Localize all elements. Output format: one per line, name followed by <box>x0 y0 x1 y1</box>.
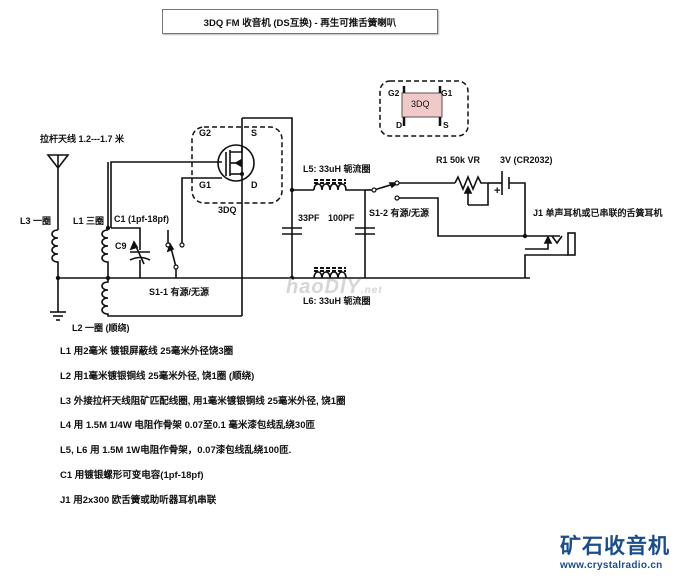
antenna-label: 拉杆天线 1.2---1.7 米 <box>40 134 125 144</box>
note-item: L1 用2毫米 镀银屏蔽线 25毫米外径饶3圈 <box>60 346 234 357</box>
pinout-d-label: D <box>396 120 403 130</box>
c9-label: C9 <box>115 241 127 251</box>
transistor-dashed-box <box>191 126 283 204</box>
c1-label: C1 (1pf-18pf) <box>114 214 170 224</box>
note-item: L4 用 1.5M 1/4W 电阻作骨架 0.07至0.1 毫米漆包线乱绕30匝 <box>60 420 315 432</box>
antenna-icon <box>46 154 70 230</box>
transistor-symbol <box>217 144 255 182</box>
r1-label: R1 50k VR <box>436 155 481 165</box>
note-item: L2 用1毫米镀银铜线 25毫米外径, 饶1圈 (顺绕) <box>60 370 255 382</box>
note-item: L5, L6 用 1.5M 1W电阻作骨架，0.07漆包线乱绕100匝. <box>60 445 292 457</box>
pinout-dashed-box <box>379 80 469 137</box>
battery-plus-label: + <box>494 185 501 197</box>
battery-label: 3V (CR2032) <box>500 155 553 165</box>
variable-arrow-icon <box>129 240 145 265</box>
page-title: 3DQ FM 收音机 (DS互换) - 再生可推舌簧喇叭 <box>162 9 438 34</box>
s1-2-label: S1-2 有源/无源 <box>369 208 430 218</box>
l3-label: L3 一圈 <box>20 216 52 226</box>
note-item: L3 外接拉杆天线阻矿匹配线圈, 用1毫米镀银铜线 25毫米外径, 饶1圈 <box>60 395 346 407</box>
g2-label: G2 <box>199 128 212 138</box>
junction-dots <box>55 172 528 281</box>
g1-label: G1 <box>199 180 212 190</box>
pinout-g1-label: G1 <box>441 88 453 98</box>
transistor-label: 3DQ <box>218 205 237 215</box>
l1-coil <box>101 229 109 278</box>
s1-1-label: S1-1 有源/无源 <box>149 287 210 297</box>
l2-coil <box>101 278 242 317</box>
l3-coil <box>51 229 59 278</box>
l2-label: L2 一圈 (顺绕) <box>72 323 130 333</box>
pinout-s-label: S <box>443 120 449 130</box>
j1-label: J1 单声耳机或已串联的舌簧耳机 <box>533 208 663 218</box>
33pf-label: 33PF <box>298 213 320 223</box>
brand-logo: 矿石收音机 www.crystalradio.cn <box>560 535 670 572</box>
brand-name: 矿石收音机 <box>560 535 670 558</box>
l5-coil <box>313 183 365 191</box>
note-item: C1 用镀银螺形可变电容(1pf-18pf) <box>60 469 204 481</box>
s-label: S <box>251 128 258 138</box>
l5-label: L5: 33uH 轭流圈 <box>303 164 371 174</box>
brand-url: www.crystalradio.cn <box>560 560 663 571</box>
notes-list: L1 用2毫米 镀银屏蔽线 25毫米外径饶3圈 L2 用1毫米镀银铜线 25毫米… <box>60 343 346 517</box>
l6-coil <box>313 271 347 279</box>
100pf-label: 100PF <box>328 213 355 223</box>
r1-resistor <box>454 174 488 192</box>
pinout-chip-label: 3DQ <box>411 99 430 109</box>
l1-label: L1 三圈 <box>73 216 105 226</box>
d-label: D <box>251 180 258 190</box>
pinout-package <box>401 86 443 126</box>
l6-label: L6: 33uH 轭流圈 <box>303 296 371 306</box>
pinout-g2-label: G2 <box>388 88 400 98</box>
ground-icon <box>50 311 66 321</box>
note-item: J1 用2x300 欧舌簧或助听器耳机串联 <box>60 494 217 506</box>
